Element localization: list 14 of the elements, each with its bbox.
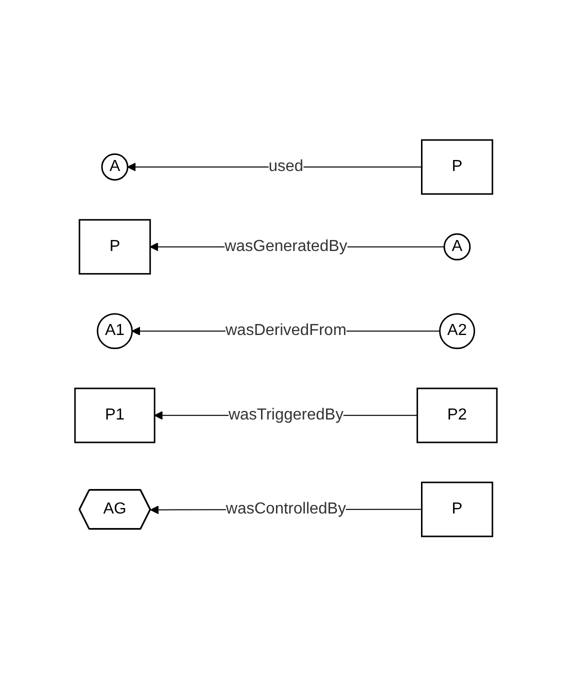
- node-circle: A: [100, 154, 128, 181]
- node-circle: A: [443, 234, 470, 261]
- edge-label: wasGeneratedBy: [224, 238, 347, 256]
- edge-label: wasControlledBy: [225, 500, 346, 518]
- edge-label: wasDerivedFrom: [225, 322, 346, 340]
- node-box: P2: [416, 388, 498, 444]
- node-box: P: [420, 140, 493, 196]
- edge-label: used: [268, 158, 303, 176]
- node-box: P: [420, 482, 493, 538]
- node-box: P: [78, 219, 150, 275]
- edge-label: wasTriggeredBy: [228, 406, 343, 424]
- node-circle: A1: [96, 313, 132, 350]
- node-box: P1: [74, 388, 155, 444]
- node-circle: A2: [438, 313, 475, 350]
